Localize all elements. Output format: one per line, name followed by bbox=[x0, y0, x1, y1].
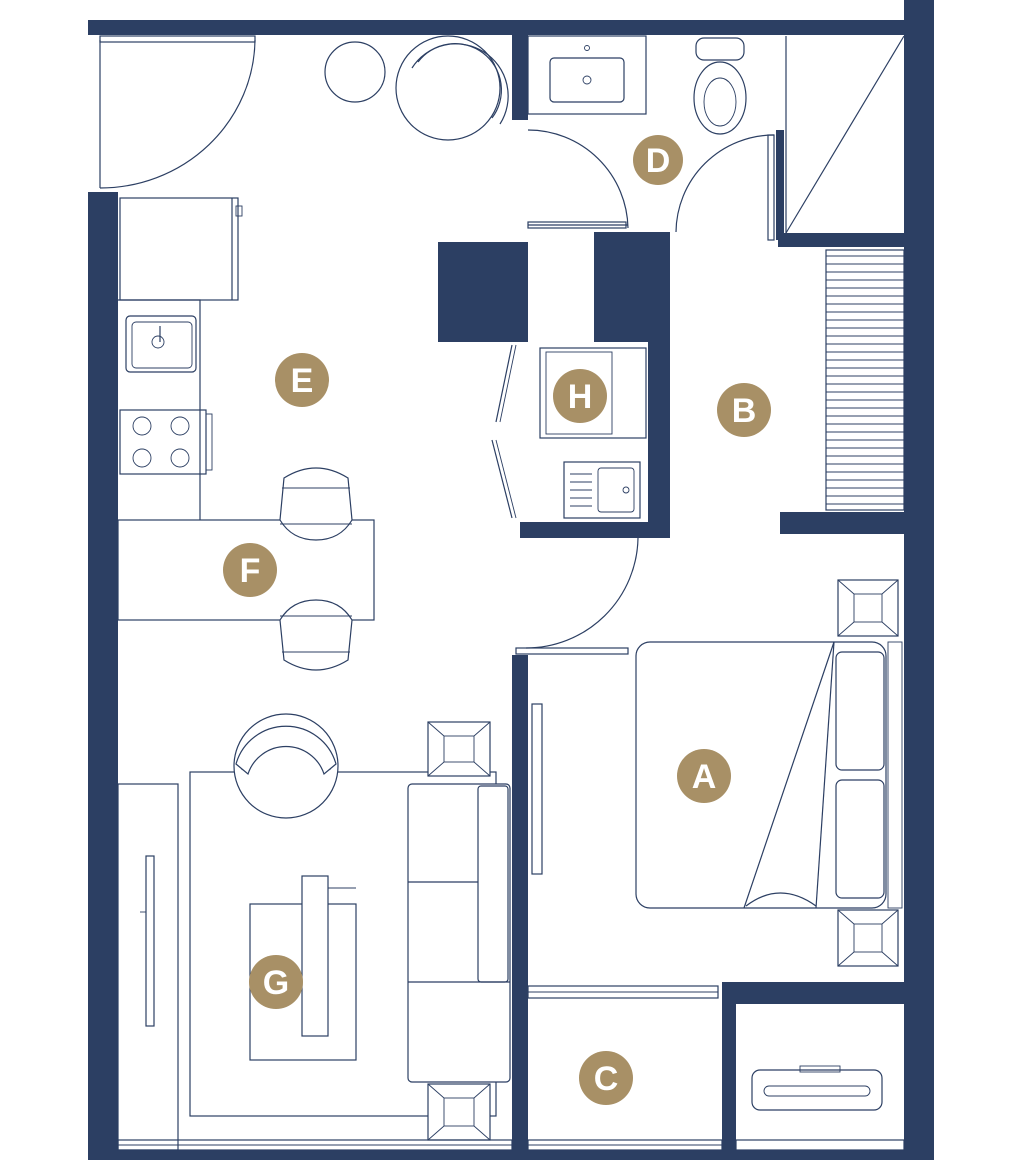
bedroom: A bbox=[531, 579, 903, 967]
room-badge-b bbox=[717, 383, 771, 437]
wall-right bbox=[904, 0, 934, 1160]
lounge-chair-icon bbox=[395, 35, 509, 141]
room-label-h: H bbox=[568, 378, 593, 416]
wardrobe-rail bbox=[531, 703, 543, 875]
wall-laundry-right bbox=[648, 232, 670, 538]
wall-bottom bbox=[88, 1150, 934, 1160]
room-label-f: F bbox=[240, 552, 261, 590]
dining-area: F bbox=[117, 467, 375, 671]
wall-balcony-top bbox=[722, 982, 934, 1004]
entry-door-icon bbox=[99, 35, 256, 189]
sofa-icon bbox=[407, 783, 511, 1083]
room-label-g: G bbox=[263, 964, 289, 1002]
room-badge-a bbox=[677, 749, 731, 803]
column-block-left bbox=[438, 242, 528, 342]
wall-bath-left bbox=[512, 20, 528, 120]
stove-icon bbox=[119, 409, 213, 475]
dining-chair-bottom-icon bbox=[279, 599, 353, 671]
kitchen: E bbox=[118, 197, 329, 520]
bedroom-door-icon bbox=[515, 537, 639, 655]
vanity-sink-icon bbox=[527, 35, 647, 115]
toilet-icon bbox=[693, 37, 747, 135]
room-label-c: C bbox=[594, 1060, 619, 1098]
refrigerator-icon bbox=[119, 197, 239, 301]
living-area: G bbox=[117, 713, 511, 1151]
room-label-b: B bbox=[732, 392, 757, 430]
air-conditioner-icon bbox=[725, 1005, 905, 1151]
bed-icon bbox=[635, 641, 903, 909]
room-badge-e bbox=[275, 353, 329, 407]
bathroom-door-left-icon bbox=[527, 129, 629, 229]
room-label-e: E bbox=[291, 362, 314, 400]
dining-chair-top-icon bbox=[279, 467, 353, 541]
wall-bedroom-left bbox=[512, 655, 528, 1160]
armchair-icon bbox=[233, 713, 339, 819]
walls bbox=[88, 0, 934, 1160]
wall-top bbox=[88, 20, 906, 35]
room-badge-c bbox=[579, 1051, 633, 1105]
side-table-top-icon bbox=[427, 721, 491, 777]
bathroom: D bbox=[527, 35, 775, 241]
wall-left bbox=[88, 192, 118, 1160]
room-label-d: D bbox=[646, 142, 671, 180]
room-badge-g bbox=[249, 955, 303, 1009]
room-label-a: A bbox=[692, 758, 717, 796]
nightstand-top-icon bbox=[837, 579, 899, 637]
wall-laundry-bottom bbox=[520, 522, 670, 538]
wall-bath-right bbox=[776, 130, 784, 240]
laundry-bifold-door-icon bbox=[491, 344, 517, 519]
nightstand-bottom-icon bbox=[837, 909, 899, 967]
living-window-icon bbox=[117, 1139, 513, 1151]
wall-stair-bottom bbox=[780, 512, 904, 534]
tv-console-icon bbox=[117, 783, 179, 1151]
side-table-bottom-icon bbox=[427, 1083, 491, 1141]
laundry: H bbox=[491, 344, 647, 519]
bathroom-door-right-icon bbox=[675, 134, 775, 241]
room-badge-h bbox=[553, 369, 607, 423]
balcony: C bbox=[527, 985, 723, 1151]
wall-storage-bottom bbox=[778, 233, 904, 247]
room-badge-d bbox=[633, 135, 683, 185]
room-badge-f bbox=[223, 543, 277, 597]
round-side-table bbox=[324, 41, 386, 103]
stairs-icon bbox=[825, 249, 905, 511]
kitchen-sink-icon bbox=[125, 315, 197, 373]
storage-closet bbox=[785, 35, 905, 234]
